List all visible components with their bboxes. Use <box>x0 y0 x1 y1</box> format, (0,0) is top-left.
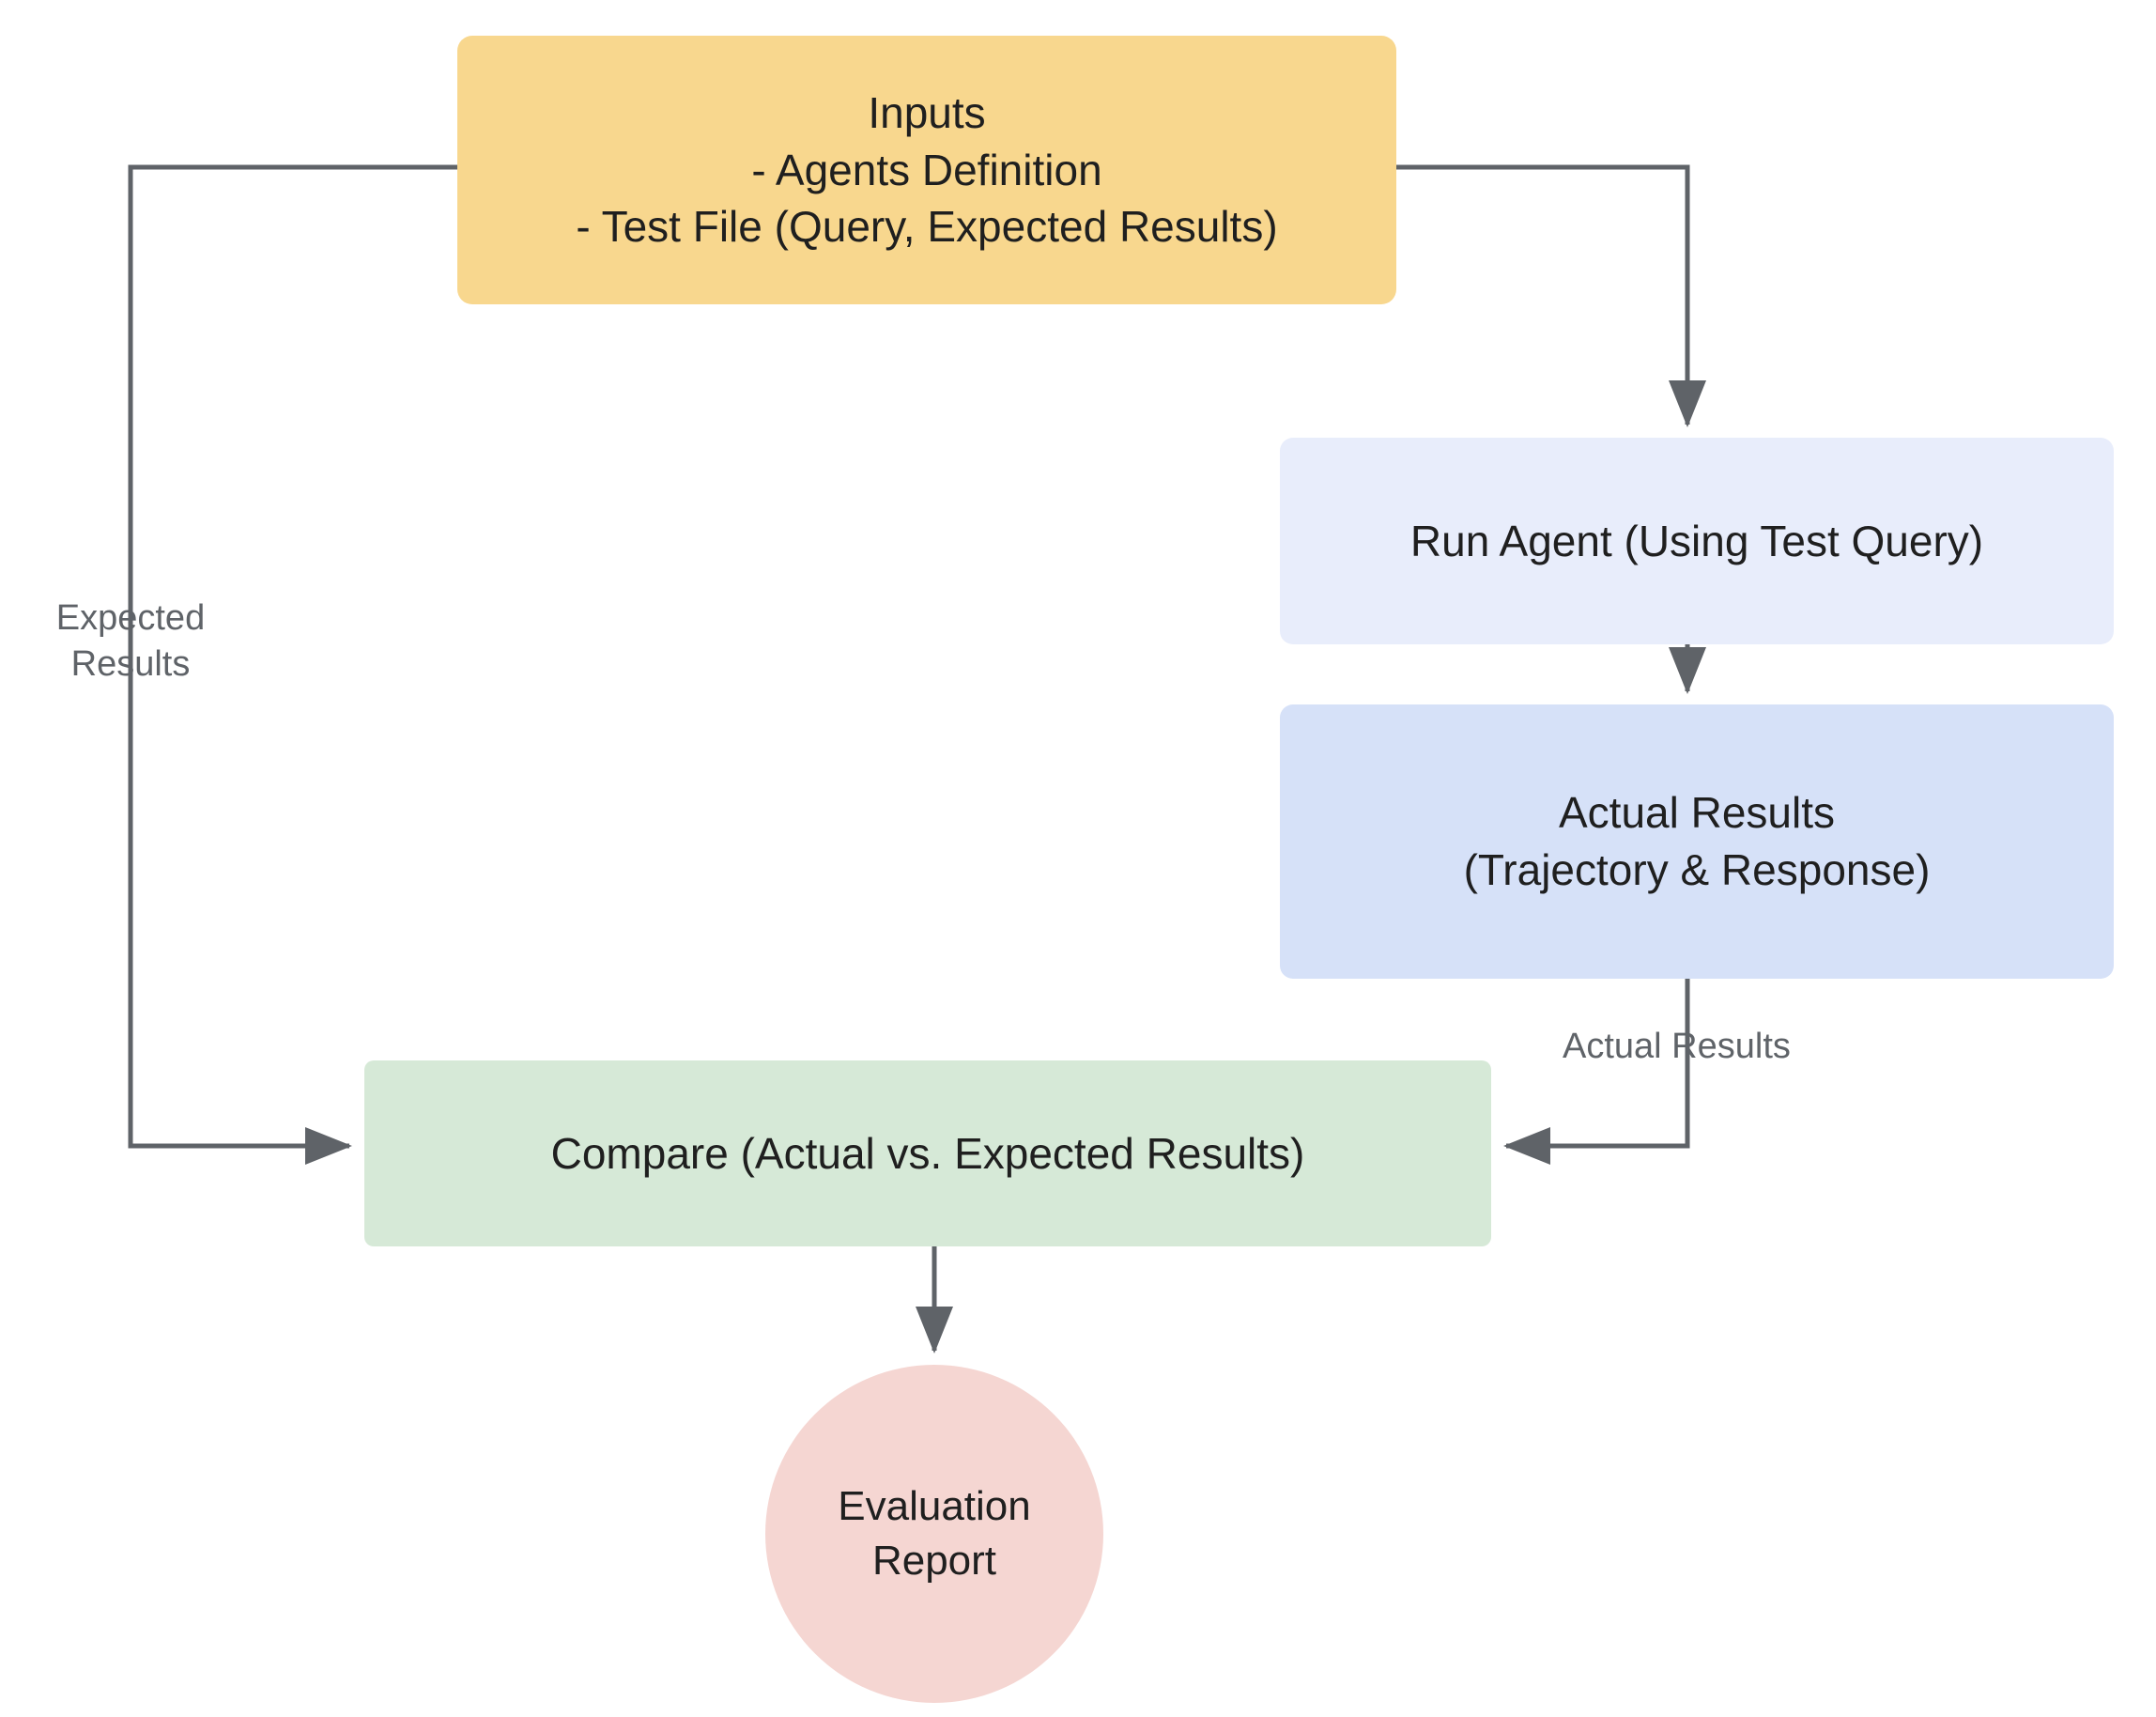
node-run-agent[interactable]: Run Agent (Using Test Query) <box>1280 438 2114 644</box>
edge-label-expected-results: Expected Results <box>55 598 206 684</box>
node-actual-results[interactable]: Actual Results (Trajectory & Response) <box>1280 704 2114 979</box>
node-compare[interactable]: Compare (Actual vs. Expected Results) <box>364 1060 1491 1246</box>
node-evaluation-report[interactable]: Evaluation Report <box>765 1365 1103 1703</box>
node-inputs[interactable]: Inputs - Agents Definition - Test File (… <box>457 36 1396 304</box>
edge-label-actual-results: Actual Results <box>1563 1027 1791 1066</box>
edge-inputs-to-run-agent <box>1396 164 1706 428</box>
